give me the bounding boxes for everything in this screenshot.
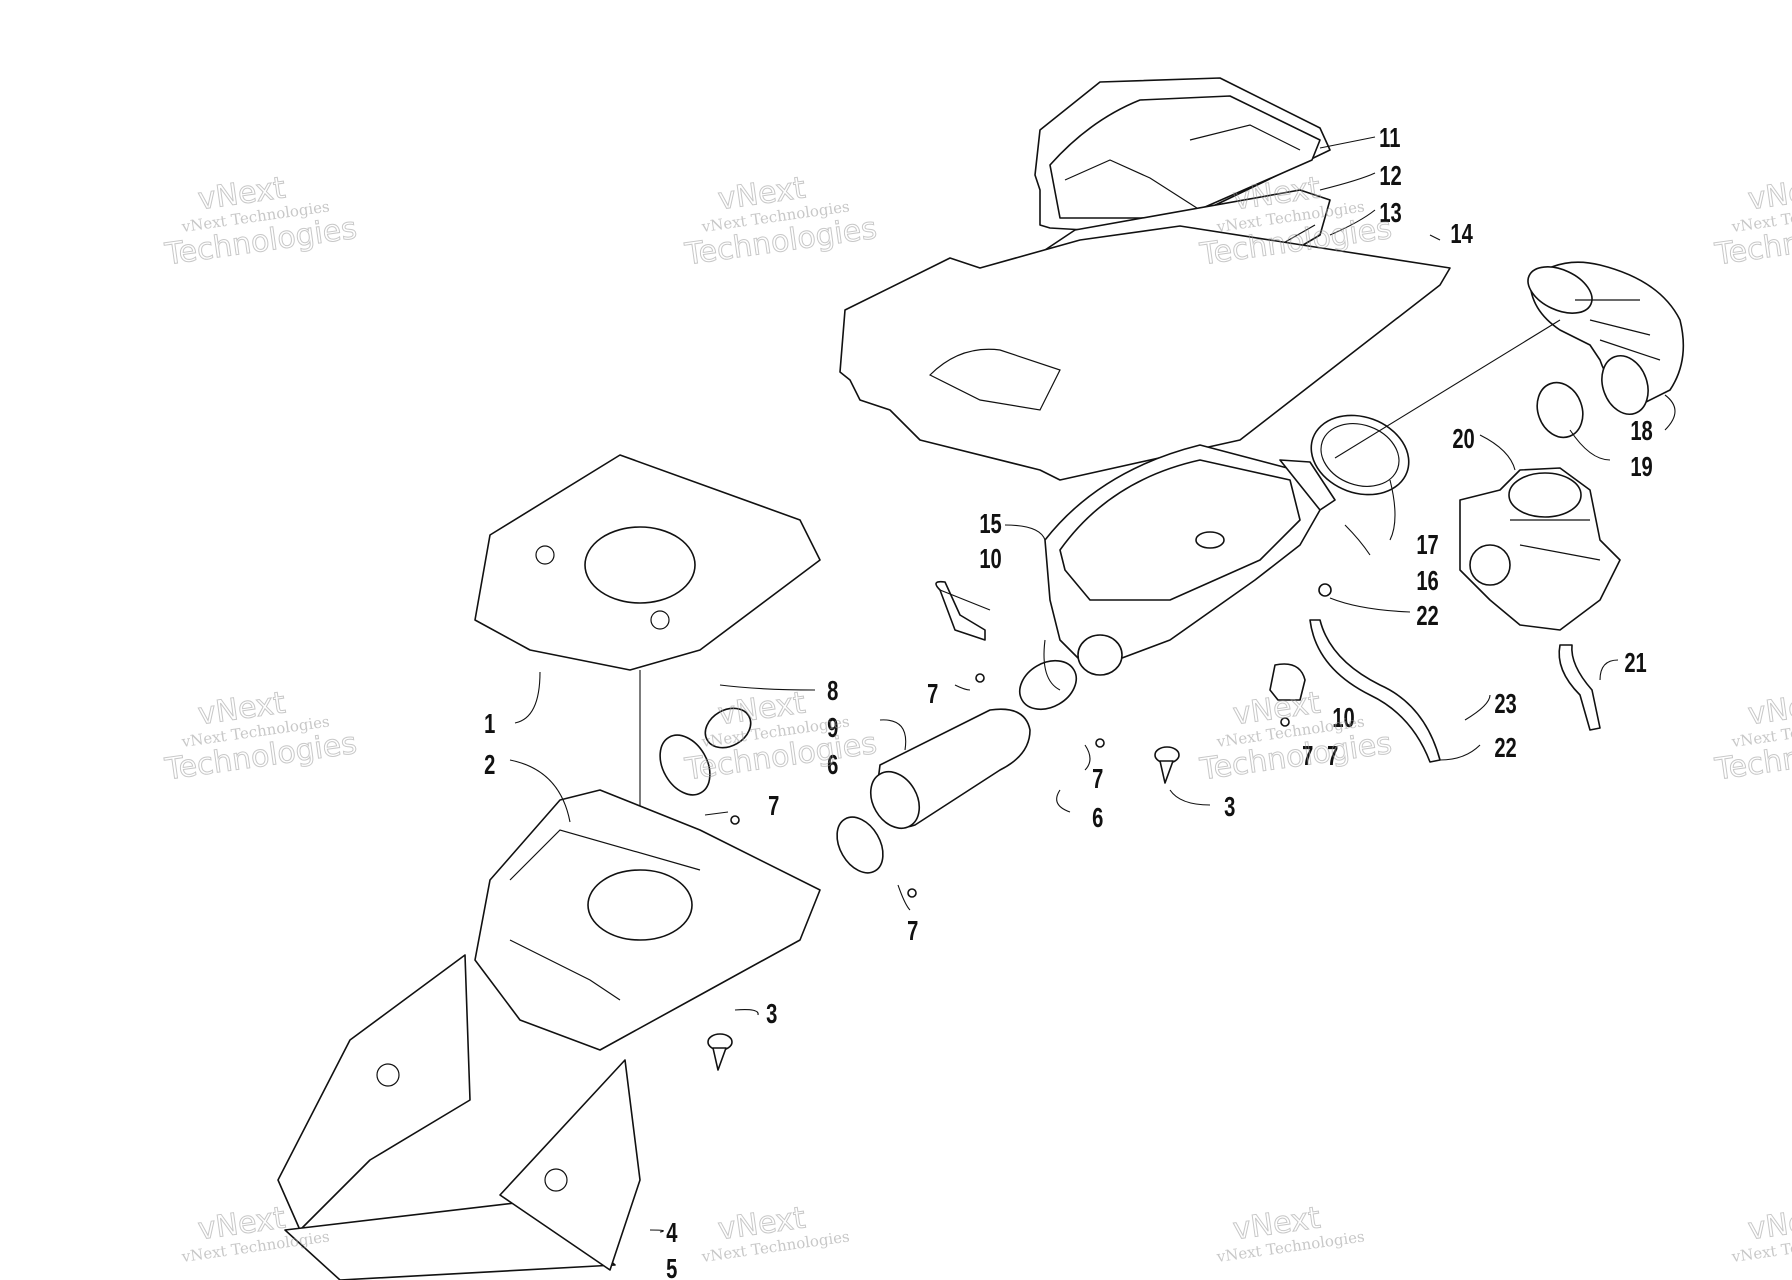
watermark: vNext vNext Technologies Technologies <box>162 170 360 273</box>
watermark: vNext vNext Technologies <box>1730 1200 1792 1266</box>
callout-7-d: 7 <box>1092 764 1103 795</box>
sleeve-8 <box>704 707 752 749</box>
callout-11: 11 <box>1379 123 1400 154</box>
callout-6-b: 6 <box>1092 803 1103 834</box>
watermark: vNext vNext Technologies <box>1215 1200 1366 1266</box>
callout-5: 5 <box>666 1254 677 1280</box>
callout-22-b: 22 <box>1494 733 1516 764</box>
air-box <box>1044 444 1336 676</box>
callout-labels: 1 2 3 3 4 5 6 6 7 7 7 7 7 7 8 9 10 10 11… <box>484 123 1653 1280</box>
callout-3-b: 3 <box>1224 792 1235 823</box>
callout-10-b: 10 <box>1332 703 1354 734</box>
grommet-3-a <box>707 1033 733 1071</box>
screw-7-e <box>1280 717 1290 727</box>
hose-21 <box>1558 644 1601 731</box>
callout-10-a: 10 <box>979 544 1001 575</box>
callout-7-a: 7 <box>768 791 779 822</box>
lower-box <box>474 789 821 1051</box>
clamp-5-6 <box>659 734 711 796</box>
grommet-3-b <box>1154 746 1180 784</box>
callout-15: 15 <box>979 509 1001 540</box>
callout-13: 13 <box>1379 198 1401 229</box>
screw-7-d <box>1095 738 1105 748</box>
callout-7-c: 7 <box>927 679 938 710</box>
callout-6-a: 6 <box>827 750 838 781</box>
gasket-plate <box>839 225 1451 481</box>
callout-23: 23 <box>1494 689 1516 720</box>
callout-7-f: 7 <box>1302 741 1313 772</box>
watermarks: vNext vNext Technologies Technologies vN… <box>162 170 1792 1266</box>
watermark: vNext vNext Technologies Technologies <box>1197 685 1395 788</box>
callout-20: 20 <box>1452 424 1474 455</box>
clamp-19 <box>1536 381 1584 439</box>
air-box-cover <box>1034 77 1331 233</box>
sleeve-6 <box>1018 659 1078 711</box>
intake-boot <box>1527 261 1685 415</box>
callout-16: 16 <box>1416 566 1438 597</box>
clamp-lower <box>836 816 884 874</box>
watermark: vNext vNext Technologies Technologies <box>682 170 880 273</box>
callout-8: 8 <box>827 676 838 707</box>
callout-19: 19 <box>1630 452 1652 483</box>
callout-7-b: 7 <box>907 916 918 947</box>
leader-lines <box>509 136 1676 1233</box>
callout-1: 1 <box>484 709 495 740</box>
callout-3-a: 3 <box>766 999 777 1030</box>
callout-22-a: 22 <box>1416 601 1438 632</box>
callout-9: 9 <box>827 713 838 744</box>
top-plate <box>474 454 821 671</box>
carburetor <box>1459 467 1621 631</box>
callout-2: 2 <box>484 750 495 781</box>
bracket-10-b <box>1269 663 1306 701</box>
screw-7-b <box>907 888 917 898</box>
watermark: vNext vNext Technologies Technologies <box>1712 685 1792 788</box>
screw-7-f <box>1318 583 1332 597</box>
bracket-10-a <box>935 580 986 641</box>
screw-7-c <box>975 673 985 683</box>
callout-4: 4 <box>666 1218 678 1249</box>
screw-7-a <box>730 815 740 825</box>
callout-14: 14 <box>1450 219 1473 250</box>
callout-12: 12 <box>1379 161 1401 192</box>
guard <box>277 954 641 1280</box>
watermark: vNext vNext Technologies Technologies <box>162 685 360 788</box>
callout-21: 21 <box>1624 648 1646 679</box>
watermark: vNext vNext Technologies Technologies <box>1712 170 1792 273</box>
hose-23 <box>1309 619 1441 763</box>
intake-tube <box>869 708 1031 830</box>
callout-17: 17 <box>1416 530 1438 561</box>
watermark: vNext vNext Technologies <box>700 1200 851 1266</box>
watermark: vNext vNext Technologies Technologies <box>682 685 880 788</box>
callout-7-e: 7 <box>1327 741 1338 772</box>
callout-18: 18 <box>1630 416 1652 447</box>
